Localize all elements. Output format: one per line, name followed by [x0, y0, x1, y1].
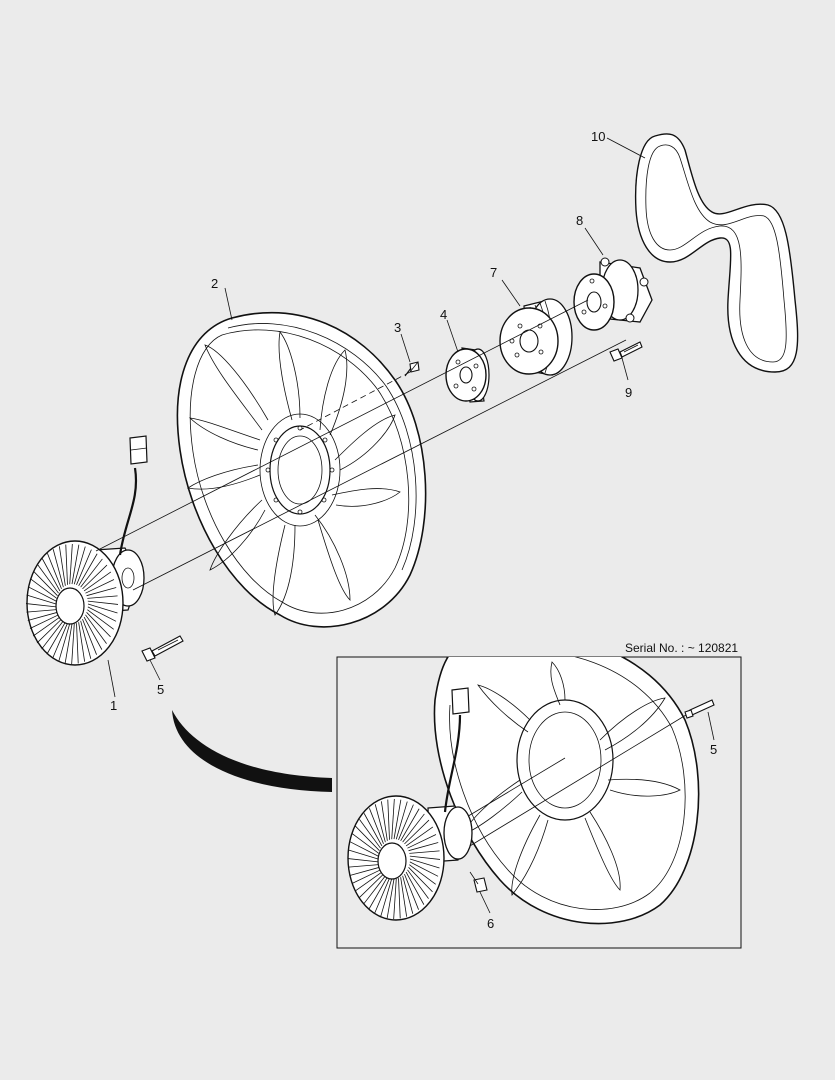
part-8-water-pump	[573, 257, 653, 331]
callout-10: 10	[591, 129, 605, 144]
callout-5-inset: 5	[710, 742, 717, 757]
part-1-fan-clutch	[25, 435, 148, 666]
callout-1: 1	[110, 698, 117, 713]
callout-4: 4	[440, 307, 447, 322]
callout-2: 2	[211, 276, 218, 291]
callout-9: 9	[625, 385, 632, 400]
alignment-lines	[95, 299, 627, 591]
part-10-drive-belt	[634, 133, 799, 373]
callout-leaders	[107, 137, 715, 914]
serial-inset	[336, 656, 742, 949]
inset-pointer-arrow	[172, 710, 332, 792]
callout-6: 6	[487, 916, 494, 931]
part-4-spacer	[445, 347, 490, 403]
serial-label: Serial No. : ~ 120821	[625, 641, 738, 655]
part-5-bolt	[141, 635, 184, 662]
callout-7: 7	[490, 265, 497, 280]
callout-5: 5	[157, 682, 164, 697]
part-7-pulley	[499, 298, 573, 376]
callout-3: 3	[394, 320, 401, 335]
part-9-pump-bolt	[609, 341, 643, 362]
part-2-fan-wheel	[176, 311, 427, 628]
callout-8: 8	[576, 213, 583, 228]
